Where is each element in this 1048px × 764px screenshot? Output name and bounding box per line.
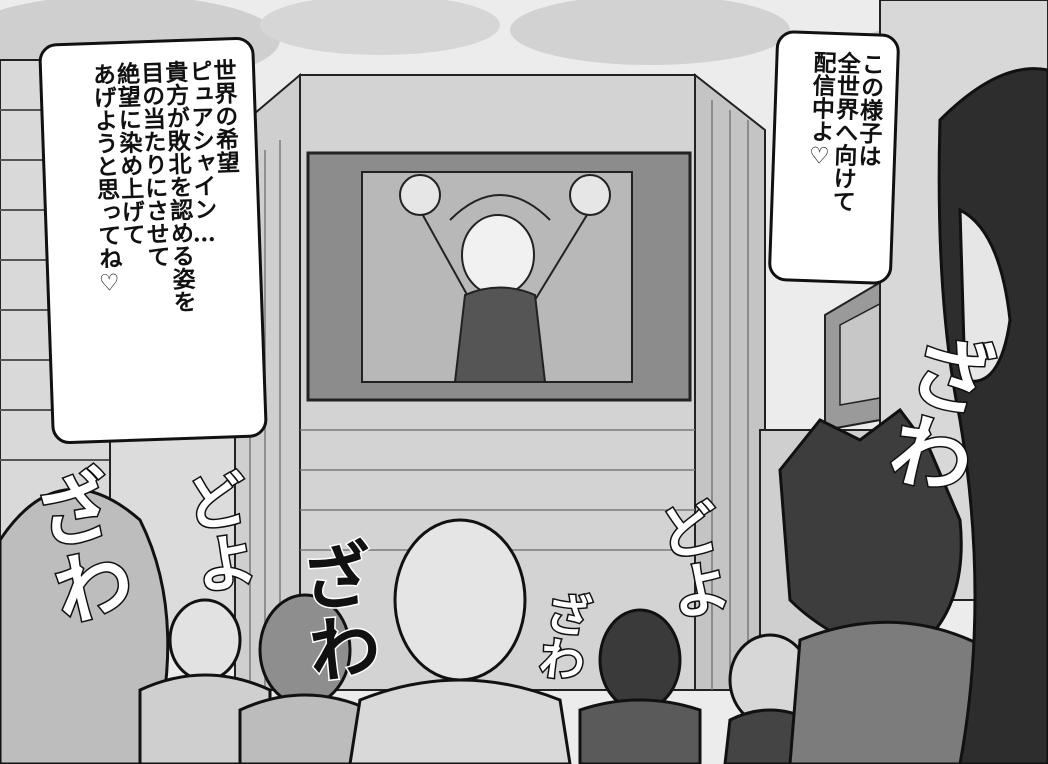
sfx-zawa-mid: ざわ: [284, 534, 386, 689]
speech-bubble-left: 世界の希望 ピュアシャイン… 貴方が敗北を認める姿を 目の当たりにさせて 絶望に…: [38, 36, 268, 445]
speech-bubble-right: この様子は 全世界へ向けて 配信中よ♡: [767, 29, 901, 286]
speech-right-text: この様子は 全世界へ向けて 配信中よ♡: [803, 50, 884, 272]
sfx-doyo-left: どよ: [169, 464, 262, 600]
speech-left-text: 世界の希望 ピュアシャイン… 貴方が敗北を認める姿を 目の当たりにさせて 絶望に…: [88, 58, 246, 423]
sfx-doyo-right: どよ: [643, 493, 736, 626]
sfx-zawa-small: ざわ: [528, 585, 597, 687]
